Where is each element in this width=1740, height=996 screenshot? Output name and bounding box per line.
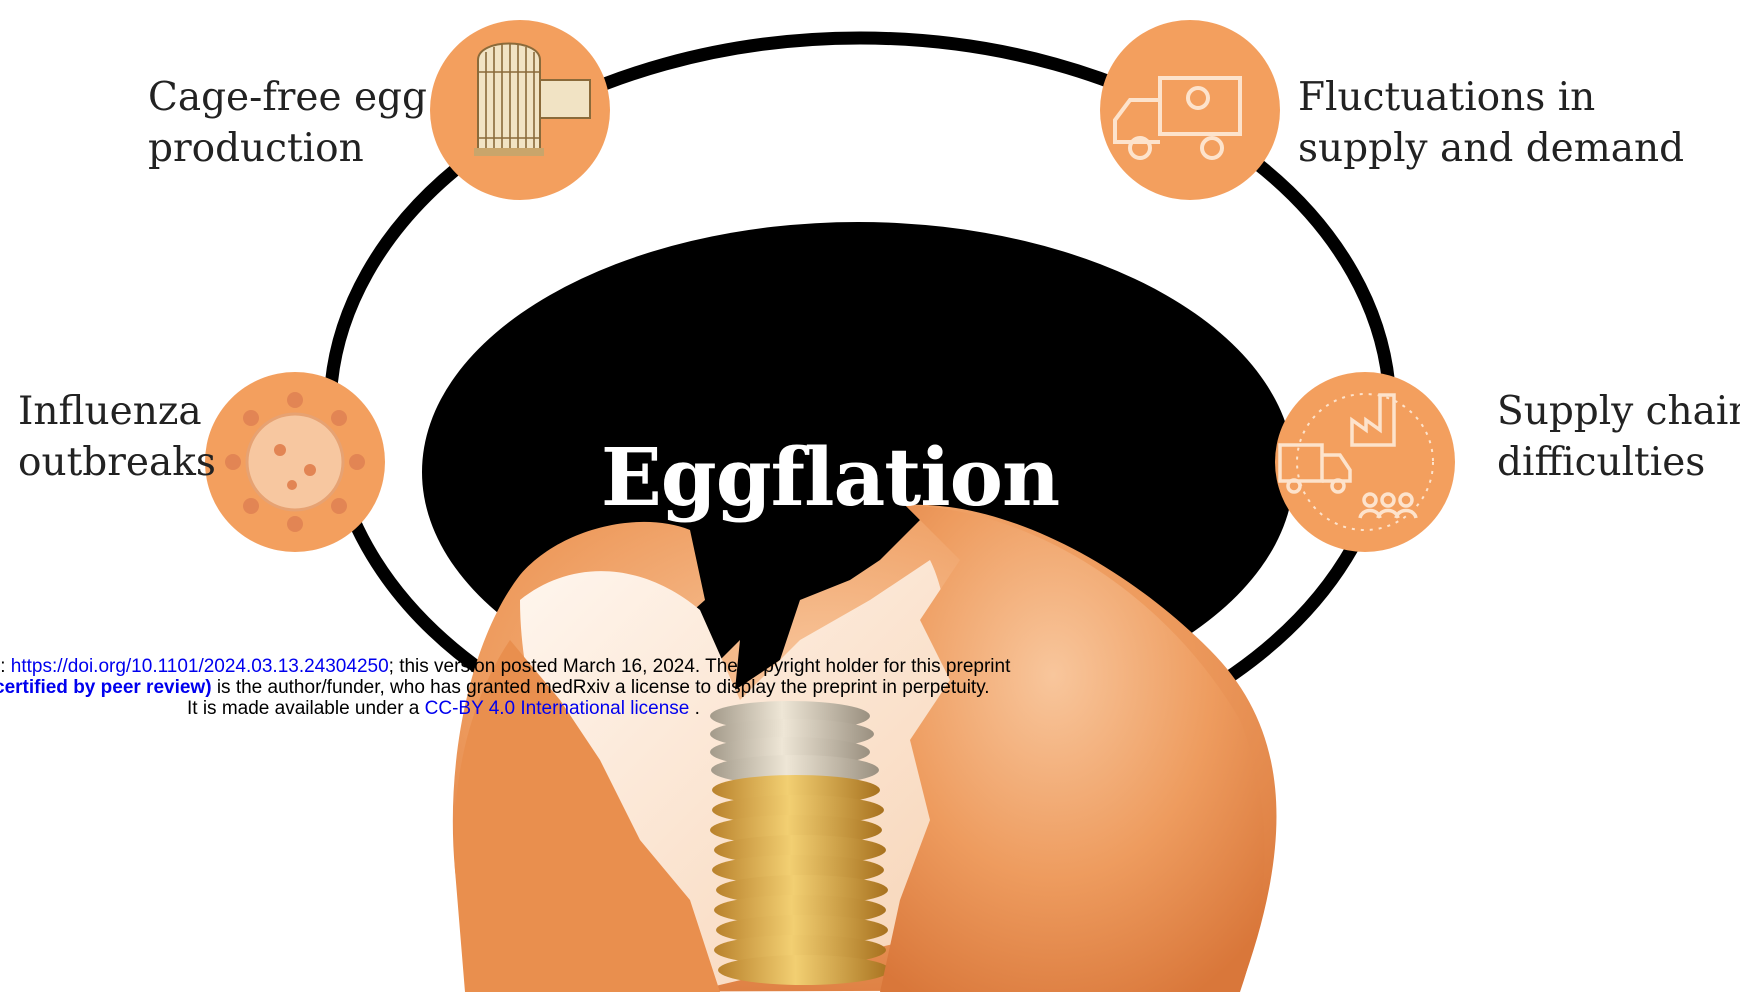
factor-label-line: Influenza xyxy=(18,389,202,434)
doi-link[interactable]: https://doi.org/10.1101/2024.03.13.24304… xyxy=(10,656,389,677)
notice-row: It is made available under a CC-BY 4.0 I… xyxy=(187,698,700,719)
supply-chain-icon xyxy=(1275,372,1455,552)
notice-row: certified by peer review) is the author/… xyxy=(0,677,990,698)
egg-front-shell-right xyxy=(880,505,1265,992)
delivery-truck-icon xyxy=(1100,20,1280,200)
factor-label-line: Cage-free egg xyxy=(148,75,427,120)
notice-text: ; this version posted March 16, 2024. Th… xyxy=(388,656,1011,677)
factor-label-line: Supply chain xyxy=(1497,389,1740,434)
license-link[interactable]: CC-BY 4.0 International license xyxy=(424,698,690,719)
notice-text: It is made available under a xyxy=(187,698,425,719)
peer-review-text: certified by peer review) xyxy=(0,677,212,698)
notice-text: . xyxy=(689,698,700,719)
diagram-title: Eggflation xyxy=(600,429,1060,524)
coin-stack xyxy=(710,701,890,985)
virus-icon xyxy=(205,372,385,552)
factor-cage-free-label: Cage-free egg production xyxy=(148,72,427,174)
notice-text: i: xyxy=(0,656,6,677)
cracked-egg-illustration xyxy=(452,504,1277,992)
factor-label-line: difficulties xyxy=(1497,440,1706,485)
egg-front-shell-left xyxy=(454,640,720,992)
factor-label-line: supply and demand xyxy=(1298,126,1685,171)
factor-label-line: Fluctuations in xyxy=(1298,75,1596,120)
notice-row: i: https://doi.org/10.1101/2024.03.13.24… xyxy=(0,656,1010,677)
notice-text: is the author/funder, who has granted me… xyxy=(211,677,990,698)
factor-influenza-label: Influenza outbreaks xyxy=(18,386,216,488)
factor-label-line: production xyxy=(148,126,364,171)
factor-supply-chain-label: Supply chain difficulties xyxy=(1497,386,1740,488)
birdcage-icon xyxy=(430,20,610,200)
factor-label-line: outbreaks xyxy=(18,440,216,485)
factor-fluctuations-label: Fluctuations in supply and demand xyxy=(1298,72,1684,174)
